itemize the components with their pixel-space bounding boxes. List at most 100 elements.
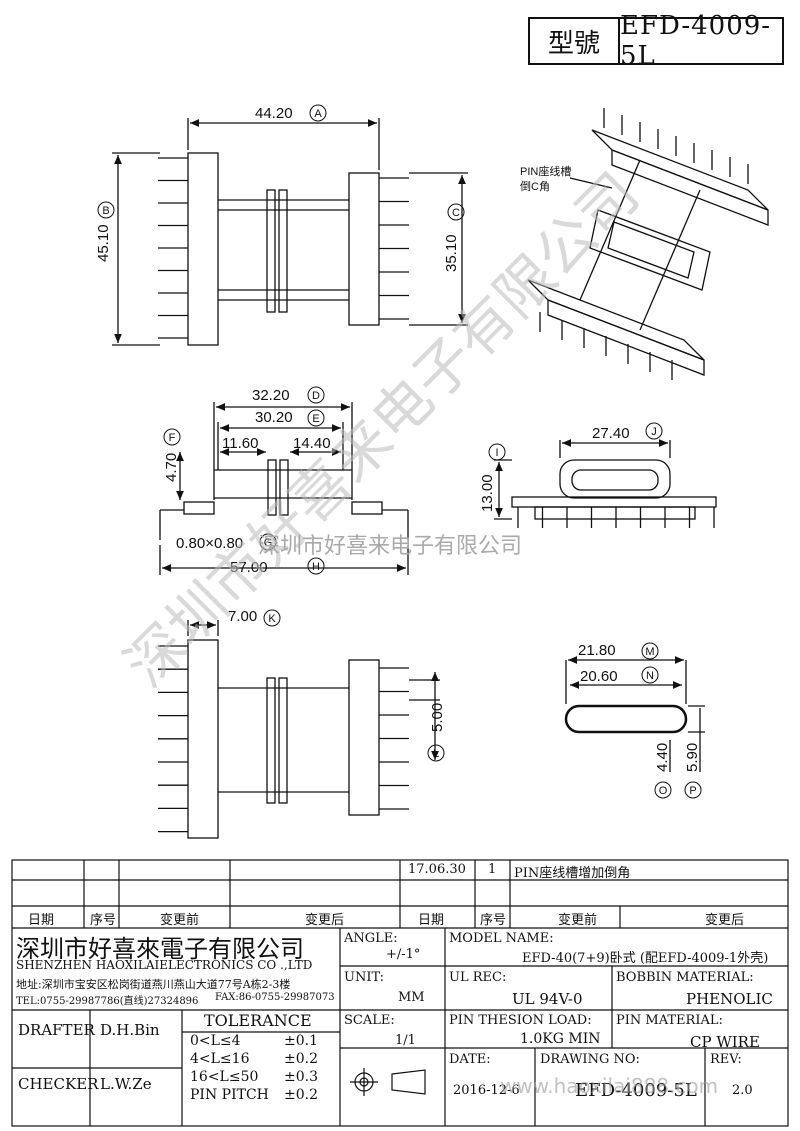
hdr-date-1: 日期 [28,913,55,928]
dim-l-circle [427,744,445,762]
dim-f-circle [163,428,181,446]
dim-n-value: 20.60 [580,668,618,685]
dim-p-circle [684,781,702,799]
dim-h-value: 57.00 [230,559,268,576]
tolerance-range: 16<L≤50 [190,1069,259,1085]
rev-no: 1 [488,862,497,877]
title-block [11,859,789,1127]
drafter-value: D.H.Bin [100,1021,160,1039]
dim-m-letter: M [645,646,654,658]
dim-b-value: 45.10 [95,224,112,262]
side-view [159,402,409,575]
tolerance-range: 0<L≤4 [190,1033,241,1049]
dim-b-letter: B [102,205,109,217]
dim-c-letter: C [452,207,460,219]
dim-j-value: 27.40 [592,425,630,442]
angle-value: +/-1° [386,947,421,962]
dim-g-value: 0.80×0.80 [176,535,243,552]
hdr-before-1: 变更前 [160,913,200,928]
drawing-no-value: EFD-4009-5L [575,1080,697,1101]
dim-a-circle [309,104,327,122]
dim-g-letter: G [264,537,273,549]
bobbin-label: BOBBIN MATERIAL: [616,970,754,985]
load-label: PIN THESION LOAD: [449,1013,592,1028]
date-value: 2016-12-6 [453,1083,520,1098]
dim-p-letter: P [689,785,696,797]
dim-i-circle [488,443,506,461]
hdr-no-2: 序号 [480,913,507,928]
scale-value: 1/1 [395,1033,416,1048]
company-name-en: SHENZHEN HAOXILAIELECTRONICS CO .,LTD [16,958,313,972]
angle-label: ANGLE: [344,931,398,946]
unit-value: MM [398,990,425,1005]
top-view [112,118,468,346]
dim-i-value: 13.00 [479,474,496,512]
bottom-view [158,620,440,839]
window-profile [564,656,705,772]
watermark-line: 深圳市好喜来电子有限公司 [258,534,523,559]
dim-f-value: 4.70 [163,453,180,482]
ul-label: UL REC: [449,970,507,985]
ul-value: UL 94V-0 [512,990,583,1008]
hdr-after-2: 变更后 [705,913,745,928]
pin-material-value: CP WIRE [690,1033,760,1051]
dim-b-circle [97,201,115,219]
dim-m-value: 21.80 [578,642,616,659]
hdr-after-1: 变更后 [305,913,345,928]
dim-k-value: 7.00 [228,608,257,625]
drafter-label: DRAFTER [18,1021,95,1039]
dim-c-circle [447,203,465,221]
dim-h-letter: H [312,561,320,573]
tolerance-label: TOLERANCE [204,1011,312,1030]
bobbin-value: PHENOLIC [686,990,773,1008]
hdr-date-2: 日期 [418,913,445,928]
tolerance-value: ±0.2 [284,1087,318,1103]
dim-e-letter: E [312,413,319,425]
model-name-label: MODEL NAME: [449,931,554,946]
company-name-cn: 深圳市好喜來電子有限公司 [16,935,304,963]
dim-d-circle [307,386,325,404]
dim-k-circle [263,609,281,627]
dim-i-letter: I [495,447,498,459]
tolerance-range: 4<L≤16 [190,1051,250,1067]
drawing-no-label: DRAWING NO: [540,1052,640,1067]
dim-a-value: 44.20 [255,105,293,122]
date-label: DATE: [449,1052,491,1067]
dim-o-value: 4.40 [654,743,671,772]
dim-m-circle [641,642,659,660]
dim-o-circle [654,781,672,799]
watermark-url: www.haoxilai888.com [500,1074,719,1098]
hdr-before-2: 变更前 [558,913,598,928]
dim-a-letter: A [314,108,322,120]
rev-label: REV: [710,1052,742,1067]
note-3d-line2: 倒C角 [520,180,550,193]
unit-label: UNIT: [344,970,385,985]
dim-h-circle [307,557,325,575]
load-value: 1.0KG MIN [520,1031,601,1047]
dim-c-value: 35.10 [443,234,460,272]
dim-right-inner: 14.40 [293,435,331,452]
company-tel: TEL:0755-29987786(直线)27324896 [16,996,199,1007]
dim-p-value: 5.90 [684,743,701,772]
dim-g-circle [259,533,277,551]
model-name-value: EFD-40(7+9)卧式 (配EFD-4009-1外壳) [522,951,769,966]
dim-k-letter: K [268,613,276,625]
company-address: 地址:深圳市宝安区松岗街道燕川燕山大道77号A栋2-3楼 [16,978,291,991]
dim-f-letter: F [169,432,176,444]
dim-l-value: 5.00 [429,703,446,732]
pin-material-label: PIN MATERIAL: [616,1013,723,1028]
note-3d-line1: PIN座线槽 [520,164,571,178]
dim-j-circle [645,422,663,440]
company-fax: FAX:86-0755-29987073 [215,992,335,1003]
hdr-no-1: 序号 [90,913,117,928]
dim-d-letter: D [312,390,320,402]
rev-desc: PIN座线槽增加倒角 [514,866,631,881]
dim-n-letter: N [646,670,654,682]
dim-left-inner: 11.60 [222,435,258,452]
dim-e-value: 30.20 [255,409,293,426]
tolerance-value: ±0.1 [284,1033,318,1049]
tolerance-value: ±0.2 [284,1051,318,1067]
dim-d-value: 32.20 [252,387,290,404]
front-view [494,439,717,528]
tolerance-value: ±0.3 [284,1069,318,1085]
